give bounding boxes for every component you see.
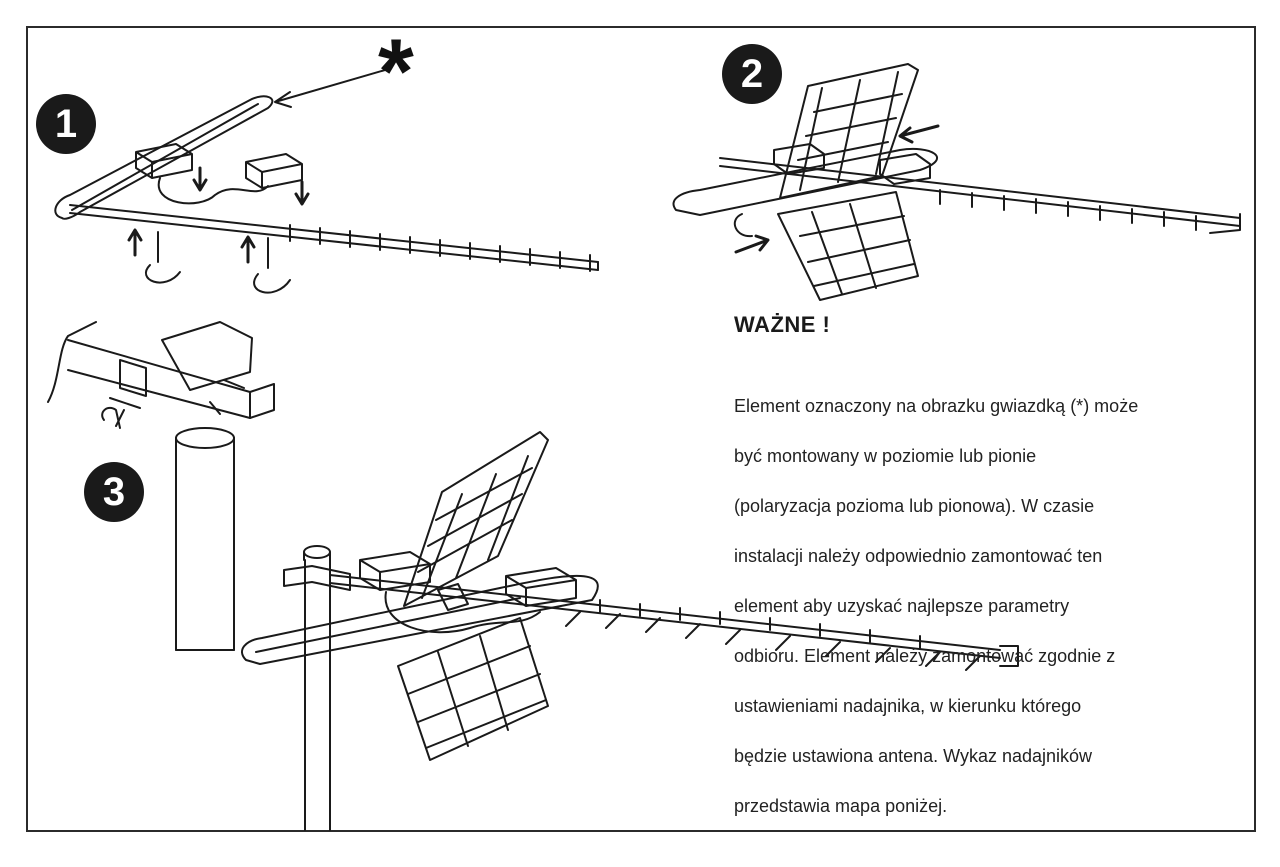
notice-line: być montowany w poziomie lub pionie bbox=[734, 446, 1037, 466]
notice-line: instalacji należy odpowiednio zamontować… bbox=[734, 546, 1103, 566]
notice-line: element aby uzyskać najlepsze parametry bbox=[734, 596, 1070, 616]
folded-dipole-element bbox=[54, 95, 274, 220]
step-badge-2: 2 bbox=[722, 44, 782, 104]
notice-line: Element oznaczony na obrazku gwiazdką (*… bbox=[734, 396, 1139, 416]
notice-line: będzie ustawiona antena. Wykaz nadajnikó… bbox=[734, 746, 1093, 766]
step-badge-3: 3 bbox=[84, 462, 144, 522]
assembled-antenna bbox=[241, 431, 1019, 831]
notice-line: ustawieniami nadajnika, w kierunku które… bbox=[734, 696, 1082, 716]
notice-heading: WAŻNE ! bbox=[734, 312, 831, 337]
step1-antenna-boom bbox=[54, 69, 599, 294]
notice-text: Element oznaczony na obrazku gwiazdką (*… bbox=[734, 369, 1204, 844]
marker-pointer-arrow bbox=[274, 69, 386, 108]
step-badge-1: 1 bbox=[36, 94, 96, 154]
asterisk-marker: * bbox=[378, 21, 414, 123]
notice-line: przedstawia mapa poniżej. bbox=[734, 796, 948, 816]
notice-line: odbioru. Element należy zamontować zgodn… bbox=[734, 646, 1116, 666]
step2-reflector-attachment bbox=[672, 63, 1241, 301]
diagram-frame bbox=[26, 26, 1256, 832]
step-number-2: 2 bbox=[740, 52, 764, 96]
notice-line: (polaryzacja pozioma lub pionowa). W cza… bbox=[734, 496, 1095, 516]
step3-mast-clamp-detail bbox=[47, 321, 275, 651]
step-number-1: 1 bbox=[54, 102, 78, 146]
step-number-3: 3 bbox=[102, 470, 126, 514]
